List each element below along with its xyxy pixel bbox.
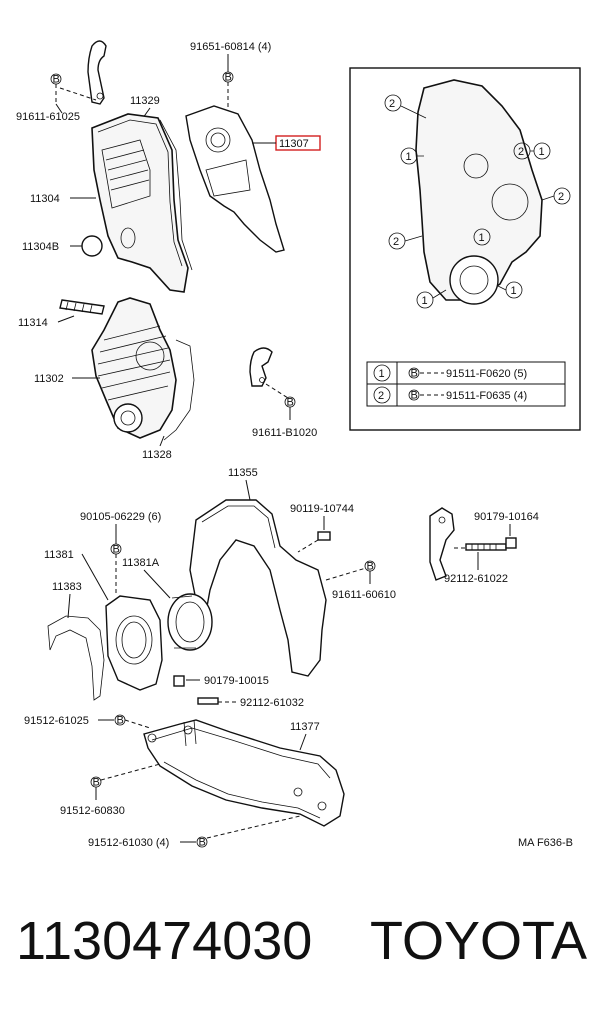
bolt-marker: B [287,397,294,409]
marker-1: 1 [422,295,428,307]
nut-90179-10164 [505,537,517,549]
stud-92112-61032 [197,697,219,705]
marker-1: 1 [406,151,412,163]
label-90179-10164: 90179-10164 [474,511,539,523]
label-11302: 11302 [34,373,64,385]
label-11304: 11304 [30,193,60,205]
label-90119-10744: 90119-10744 [290,503,354,515]
legend-row-2-bolt: B [411,390,418,402]
label-91611-b1020: 91611-B1020 [252,427,317,439]
label-92112-61032: 92112-61032 [240,697,304,709]
label-91611-61025: 91611-61025 [16,111,80,123]
bracket-right [429,507,455,581]
hook-bracket-top [87,40,107,105]
bolt-marker: B [199,837,206,849]
label-11383: 11383 [52,581,82,593]
inset-callouts: 2 1 2 1 2 1 2 1 1 [384,94,571,309]
marker-2: 2 [393,236,399,248]
label-11307: 11307 [279,138,309,150]
label-11381: 11381 [44,549,74,561]
label-11355: 11355 [228,467,258,479]
label-91651-60814: 91651-60814 (4) [190,41,271,53]
timing-cover-11302 [91,297,177,439]
label-11329: 11329 [130,95,160,107]
stiffener-11377 [143,719,345,827]
legend-row-1-part: 91511-F0620 (5) [446,368,527,380]
bolt-marker: B [93,777,100,789]
plug-11304b [81,235,103,257]
inset-cover-outline [415,79,543,305]
label-11304b: 11304B [22,241,59,253]
marker-2: 2 [558,191,564,203]
marker-1: 1 [511,285,517,297]
bolt-90119-10744 [317,531,331,541]
bolt-marker: B [117,715,124,727]
legend-row-1-num: 1 [379,368,385,380]
label-11314: 11314 [18,317,48,329]
marker-1: 1 [479,232,485,244]
label-91512-61025: 91512-61025 [24,715,89,727]
label-91512-60830: 91512-60830 [60,805,125,817]
parts-diagram: B 91611-61025 91651-60814 (4) B 11329 11… [16,40,581,849]
timing-cover-11304 [91,113,189,293]
hook-bracket-small [249,347,273,387]
marker-2: 2 [389,98,395,110]
brand-name: TOYOTA [370,911,588,971]
gasket-11383 [47,615,105,701]
seal-retainer-11381 [105,595,163,691]
label-91611-60610: 91611-60610 [332,589,396,601]
bolt-marker: B [367,561,374,573]
label-11381a: 11381A [122,557,160,569]
marker-2: 2 [518,146,524,158]
bolt-legend: 1 B 91511-F0620 (5) 2 B 91511-F0635 (4) [366,361,566,407]
timing-plate-11307 [185,105,285,253]
drawing-code: MA F636-B [518,837,573,849]
bolt-marker: B [225,72,232,84]
part-footer: 1130474030 TOYOTA [16,910,596,990]
legend-row-2-part: 91511-F0635 (4) [446,390,527,402]
bolt-marker: B [53,74,60,86]
label-92112-61022: 92112-61022 [444,573,508,585]
oil-seal-11381a [167,593,213,651]
legend-row-2-num: 2 [378,390,384,402]
part-number: 1130474030 [16,911,313,971]
label-11377: 11377 [290,721,320,733]
gasket-11314 [59,299,105,315]
label-91512-61030: 91512-61030 (4) [88,837,169,849]
label-11328: 11328 [142,449,172,461]
label-90179-10015: 90179-10015 [204,675,269,687]
marker-1: 1 [539,146,545,158]
end-plate-11355 [189,499,327,677]
nut-90179-10015 [173,675,185,687]
legend-row-1-bolt: B [411,368,418,380]
label-90105-06229: 90105-06229 (6) [80,511,161,523]
bolt-marker: B [113,544,120,556]
bolt-icon [196,836,208,848]
